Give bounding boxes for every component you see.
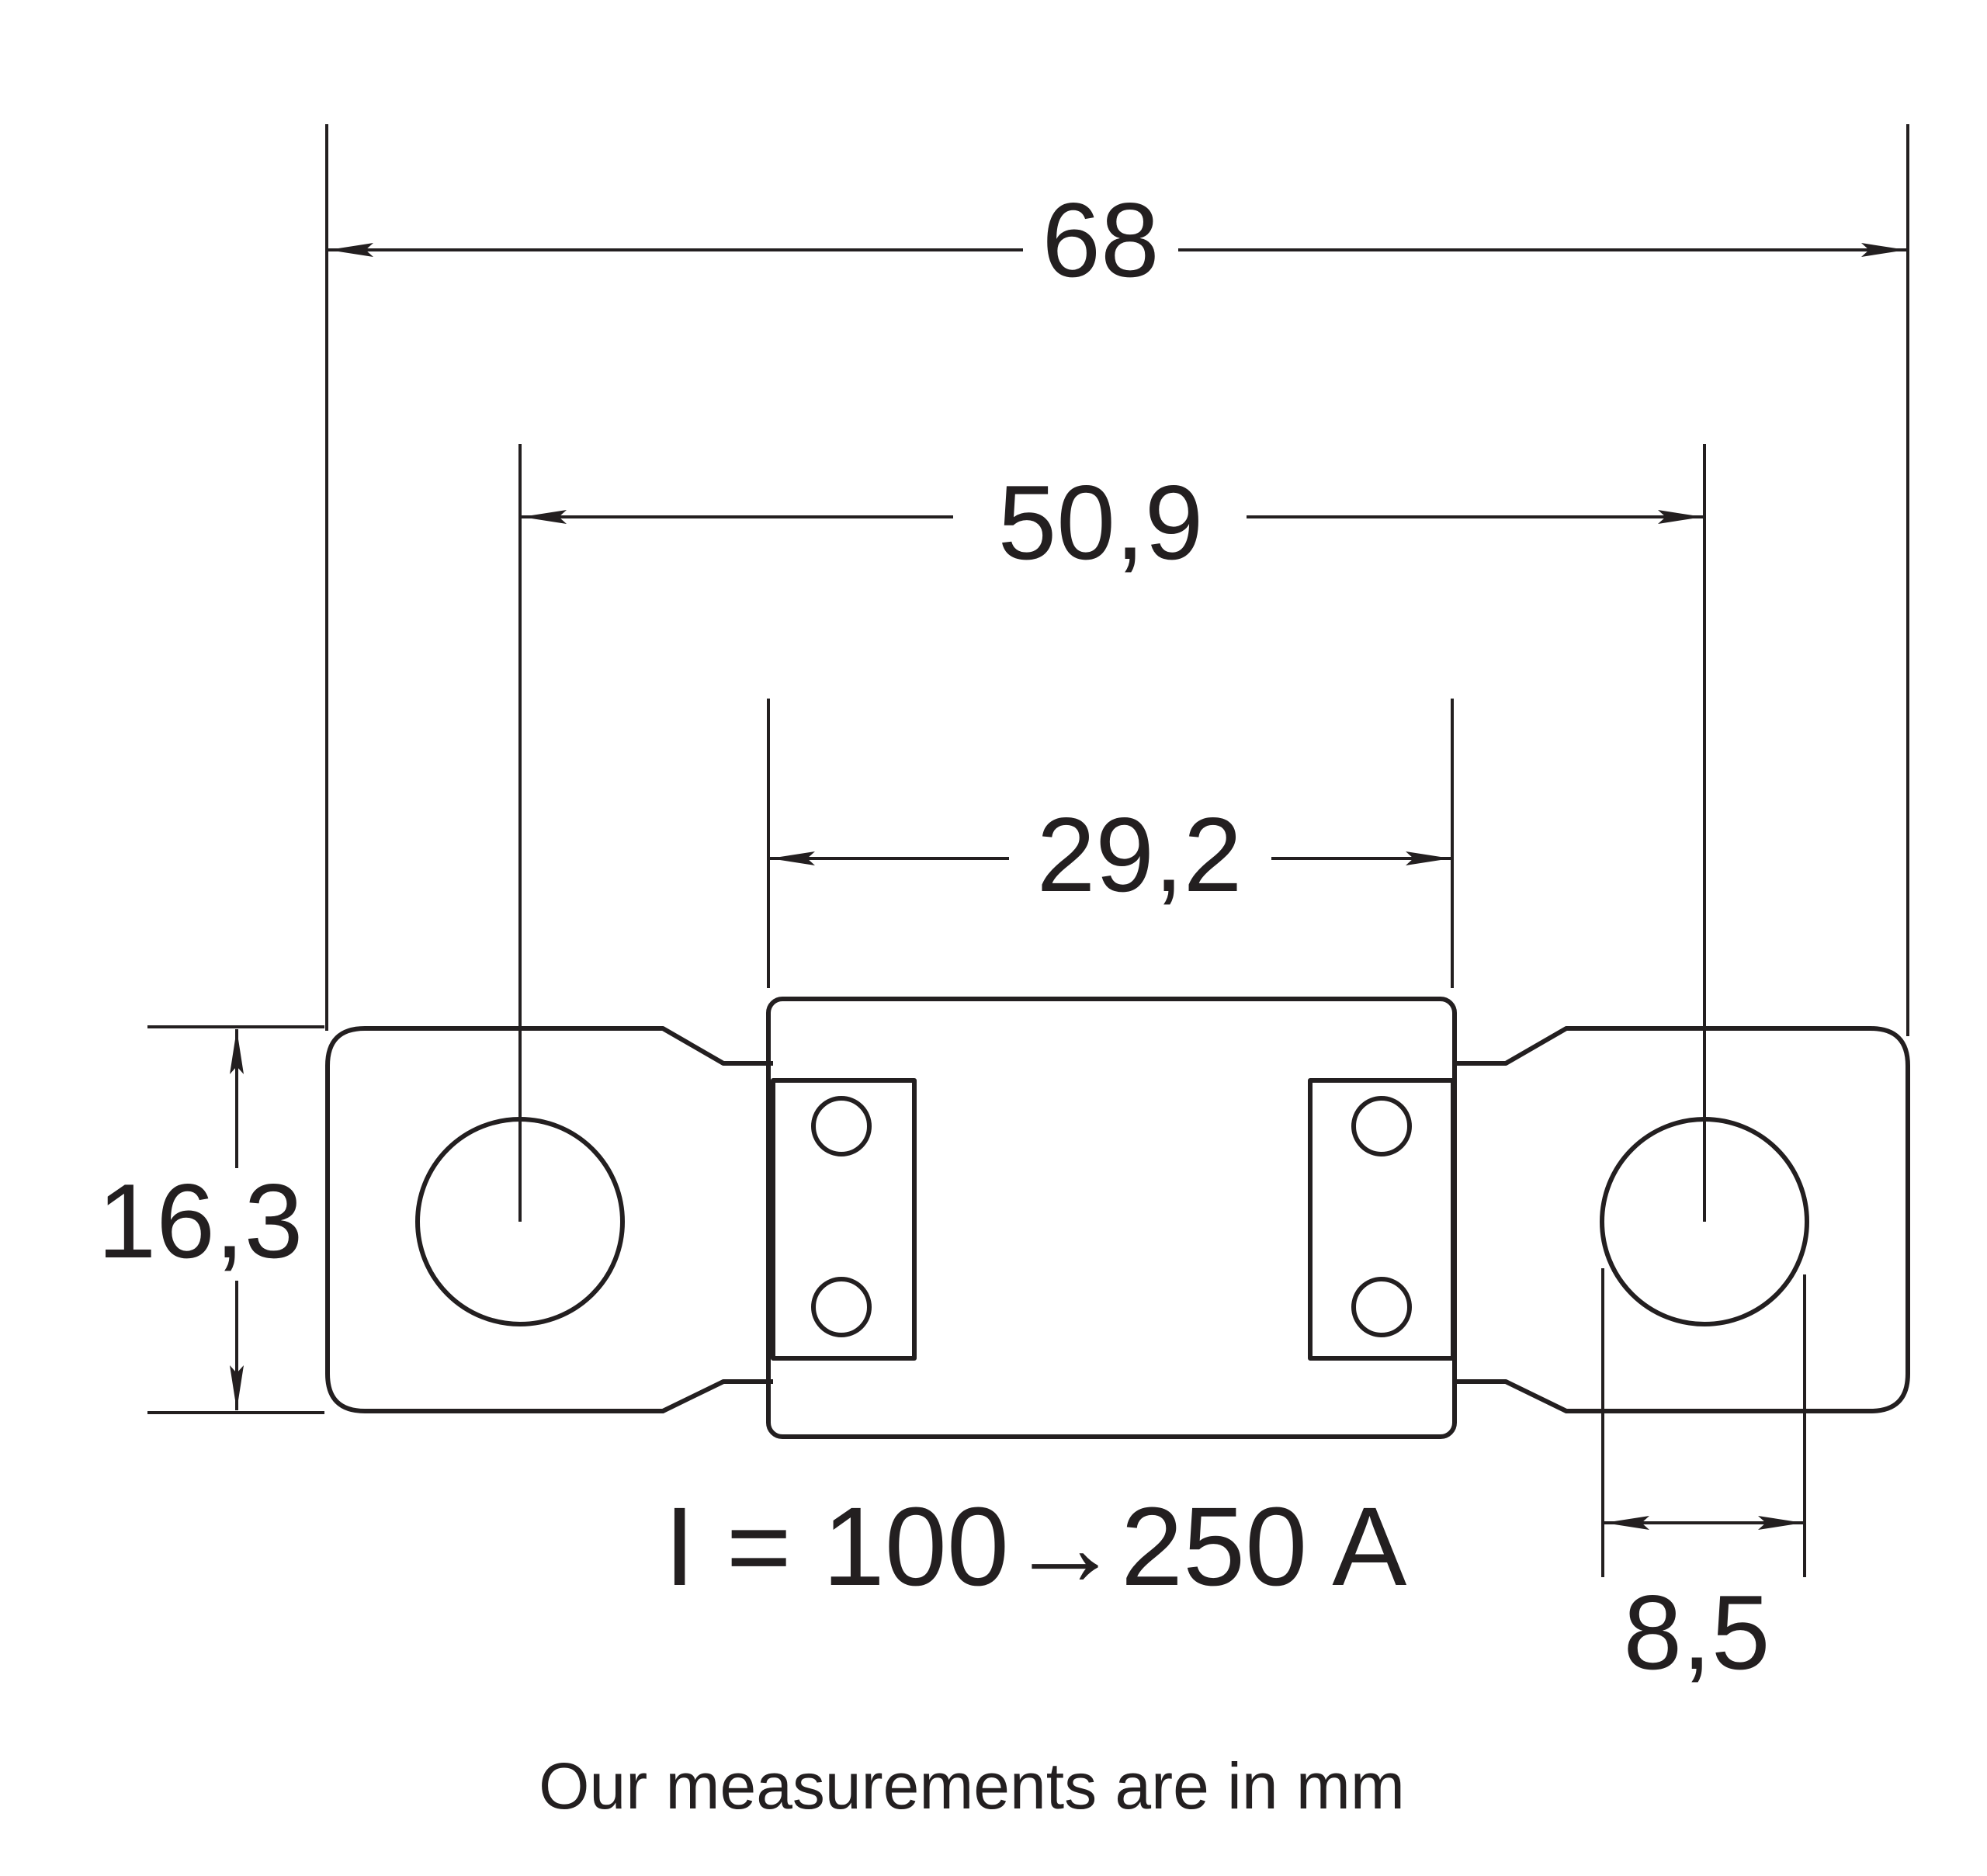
right-terminal-lug bbox=[1453, 1026, 1910, 1413]
mounting-holes bbox=[415, 1117, 1809, 1326]
fuse-housing bbox=[766, 997, 1457, 1439]
left-clamp-plate bbox=[771, 1078, 917, 1361]
dim-label-overall-length: 68 bbox=[1042, 181, 1159, 299]
screws bbox=[811, 1096, 1412, 1337]
screw-top-right bbox=[1351, 1096, 1412, 1156]
fuse-body-outline bbox=[325, 997, 1910, 1439]
extension-lines bbox=[147, 124, 1909, 1577]
footnote: Our measurements are in mm bbox=[539, 1749, 1405, 1822]
dim-label-hole-center-distance: 50,9 bbox=[998, 463, 1204, 581]
dimension-lines bbox=[230, 243, 1906, 1530]
left-terminal-lug bbox=[325, 1026, 773, 1413]
right-clamp-plate bbox=[1308, 1078, 1455, 1361]
dim-label-hole-diameter: 8,5 bbox=[1623, 1573, 1770, 1691]
screw-bottom-right bbox=[1351, 1277, 1412, 1337]
rating-label: I = 100→250 A bbox=[664, 1484, 1407, 1609]
screw-top-left bbox=[811, 1096, 872, 1156]
dim-label-body-length: 29,2 bbox=[1037, 796, 1243, 914]
dim-label-height: 16,3 bbox=[98, 1162, 303, 1280]
screw-bottom-left bbox=[811, 1277, 872, 1337]
